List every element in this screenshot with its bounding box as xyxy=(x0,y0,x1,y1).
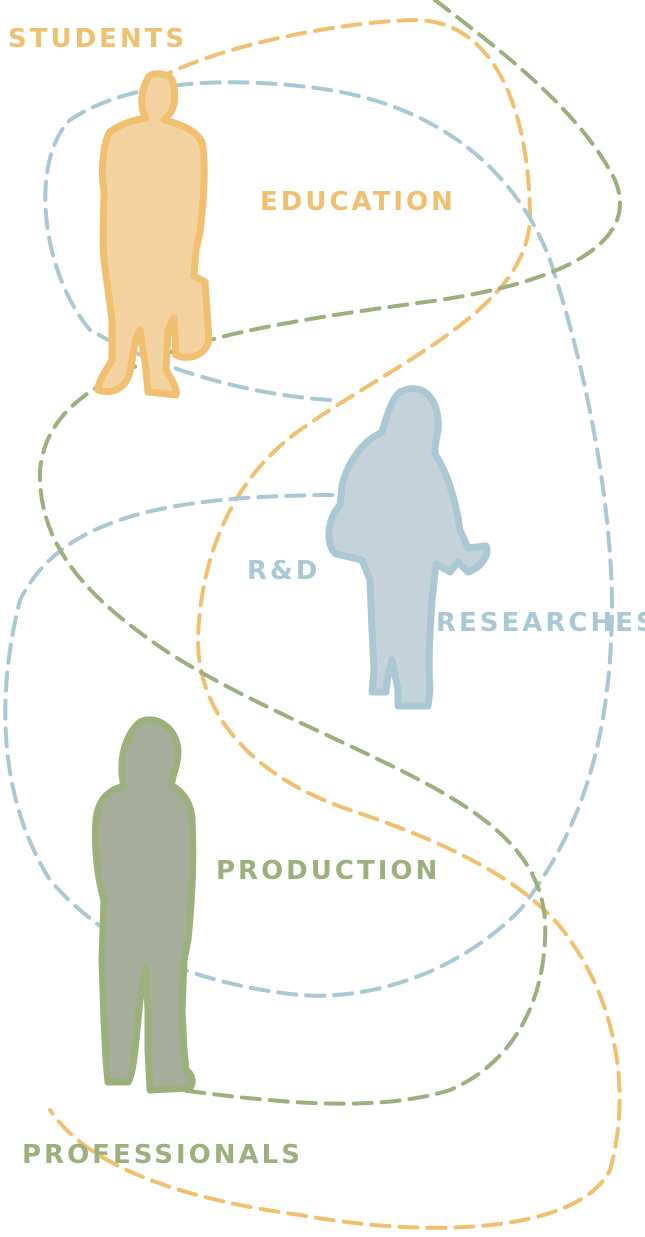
rnd-label: R&D xyxy=(247,556,321,586)
education-path-dashed-line xyxy=(48,17,622,1230)
professionals-label: PROFESSIONALS xyxy=(22,1140,303,1170)
education-label: EDUCATION xyxy=(260,187,456,217)
students-label: STUDENTS xyxy=(8,24,188,54)
professional-figure-icon xyxy=(91,716,197,1094)
student-figure-icon xyxy=(94,70,213,399)
research-path-dashed-line xyxy=(3,80,615,998)
researches-label: RESEARCHES xyxy=(436,608,645,638)
production-path-dashed-line xyxy=(37,0,622,1106)
production-label: PRODUCTION xyxy=(216,856,441,886)
researcher-figure-icon xyxy=(325,385,491,710)
